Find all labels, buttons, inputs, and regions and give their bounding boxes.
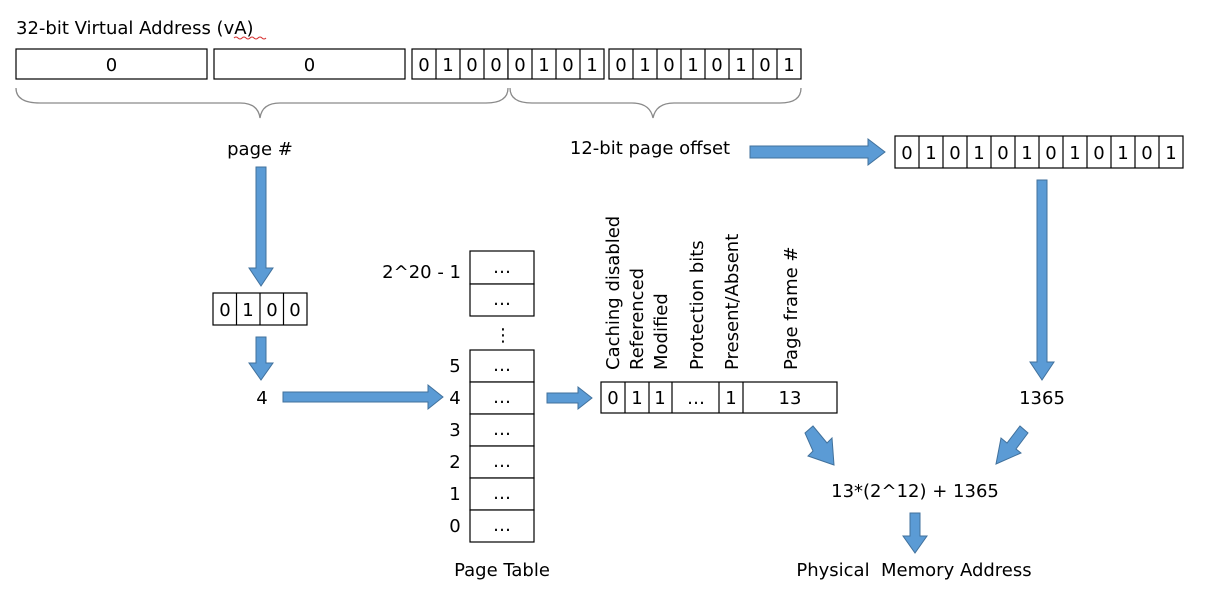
offset-decimal: 1365 — [1019, 388, 1065, 409]
diagram-title: 32-bit Virtual Address (vA) — [16, 18, 254, 39]
table-entry-1 — [469, 477, 535, 511]
bit-value: 0 — [466, 55, 477, 76]
table-gap-dots: ⋮ — [494, 325, 512, 346]
arrow-down-icon — [248, 166, 274, 287]
bit-value: 1 — [586, 55, 597, 76]
bit-value: 0 — [901, 143, 912, 164]
entry-present-value: 1 — [725, 388, 736, 409]
arrow-down-icon — [248, 336, 274, 381]
entry-caching-value: 0 — [607, 388, 618, 409]
table-entry-text: … — [493, 483, 511, 504]
table-index-label: 4 — [449, 388, 460, 409]
address-high-fields: 0 0 — [15, 48, 406, 80]
header-referenced: Referenced — [627, 268, 648, 370]
bit-value: 0 — [514, 55, 525, 76]
table-entry-text: … — [493, 355, 511, 376]
address-field-box — [15, 48, 208, 80]
bit-value: 0 — [759, 55, 770, 76]
page-table-caption: Page Table — [454, 560, 550, 581]
table-index-label: 2 — [449, 452, 460, 473]
bit-value: 0 — [949, 143, 960, 164]
spellcheck-squiggle — [233, 36, 267, 40]
physical-address-label: Physical Memory Address — [796, 560, 1031, 581]
table-entry-text: … — [493, 257, 511, 278]
table-entry-top — [469, 250, 535, 285]
arrow-right-icon — [282, 383, 444, 411]
arrow-diagonal-icon — [995, 425, 1029, 465]
address-bits-group-c: 0 1 0 1 0 1 0 1 — [608, 48, 802, 80]
header-modified: Modified — [651, 293, 672, 370]
table-entry-text: … — [493, 515, 511, 536]
entry-frame-value: 13 — [779, 388, 802, 409]
header-caching-disabled: Caching disabled — [603, 216, 624, 370]
arrow-right-icon — [546, 385, 593, 411]
bit-value: 0 — [562, 55, 573, 76]
bit-value: 1 — [973, 143, 984, 164]
bit-value: 1 — [639, 55, 650, 76]
page-table-entry-detail: 0 1 1 … 1 13 Caching disabled Referenced… — [600, 216, 838, 414]
arrow-down-icon — [902, 512, 928, 554]
page-number-label: page # — [227, 139, 293, 160]
bit-value: 1 — [242, 300, 253, 321]
table-entry-3 — [469, 413, 535, 447]
address-field-value: 0 — [304, 55, 315, 76]
bit-value: 0 — [266, 300, 277, 321]
address-bits-group-b: 0 1 0 1 — [507, 48, 605, 80]
header-page-frame: Page frame # — [781, 247, 802, 370]
table-entry-top-minus-one — [469, 283, 535, 317]
address-bits-group-a: 0 1 0 0 — [411, 48, 509, 80]
header-protection-bits: Protection bits — [687, 240, 708, 370]
table-index-label: 0 — [449, 516, 460, 537]
table-index-label: 3 — [449, 420, 460, 441]
table-index-label: 5 — [449, 356, 460, 377]
bit-value: 1 — [735, 55, 746, 76]
table-entry-text: … — [493, 387, 511, 408]
bit-value: 0 — [1045, 143, 1056, 164]
page-offset-label: 12-bit page offset — [570, 138, 730, 159]
bit-value: 0 — [418, 55, 429, 76]
bit-value: 0 — [997, 143, 1008, 164]
bit-value: 0 — [490, 55, 501, 76]
arrow-down-icon — [1029, 179, 1055, 381]
bit-value: 1 — [783, 55, 794, 76]
header-present-absent: Present/Absent — [722, 234, 743, 370]
page-offset-brace — [509, 87, 802, 119]
bit-value: 0 — [663, 55, 674, 76]
bit-value: 0 — [1141, 143, 1152, 164]
page-table: 2^20 - 1 … … ⋮ … … … … … … 5 4 3 2 1 0 P… — [382, 250, 550, 581]
bit-value: 1 — [1069, 143, 1080, 164]
arrow-right-icon — [749, 137, 886, 167]
bit-value: 0 — [1093, 143, 1104, 164]
table-entry-text: … — [493, 289, 511, 310]
entry-modified-value: 1 — [654, 388, 665, 409]
entry-referenced-value: 1 — [631, 388, 642, 409]
address-field-box — [213, 48, 406, 80]
table-entry-text: … — [493, 451, 511, 472]
bit-value: 0 — [219, 300, 230, 321]
bit-value: 1 — [442, 55, 453, 76]
arrow-diagonal-icon — [804, 425, 835, 466]
bit-value: 1 — [538, 55, 549, 76]
bit-value: 0 — [711, 55, 722, 76]
bit-value: 0 — [289, 300, 300, 321]
bit-value: 0 — [615, 55, 626, 76]
offset-bits: 0 1 0 1 0 1 0 1 0 1 0 1 — [894, 135, 1184, 169]
address-field-value: 0 — [106, 55, 117, 76]
table-entry-0 — [469, 509, 535, 543]
table-entry-text: … — [493, 419, 511, 440]
page-number-brace — [15, 87, 509, 119]
page-number-decimal: 4 — [256, 388, 267, 409]
page-number-bits: 0 1 0 0 — [212, 292, 308, 326]
table-index-label: 1 — [449, 484, 460, 505]
bit-value: 1 — [1117, 143, 1128, 164]
bit-value: 1 — [925, 143, 936, 164]
bit-value: 1 — [1021, 143, 1032, 164]
entry-protection-value: … — [687, 388, 705, 409]
table-top-index-label: 2^20 - 1 — [382, 262, 461, 283]
bit-value: 1 — [687, 55, 698, 76]
address-formula: 13*(2^12) + 1365 — [831, 481, 999, 502]
bit-value: 1 — [1165, 143, 1176, 164]
table-entry-4 — [469, 381, 535, 415]
